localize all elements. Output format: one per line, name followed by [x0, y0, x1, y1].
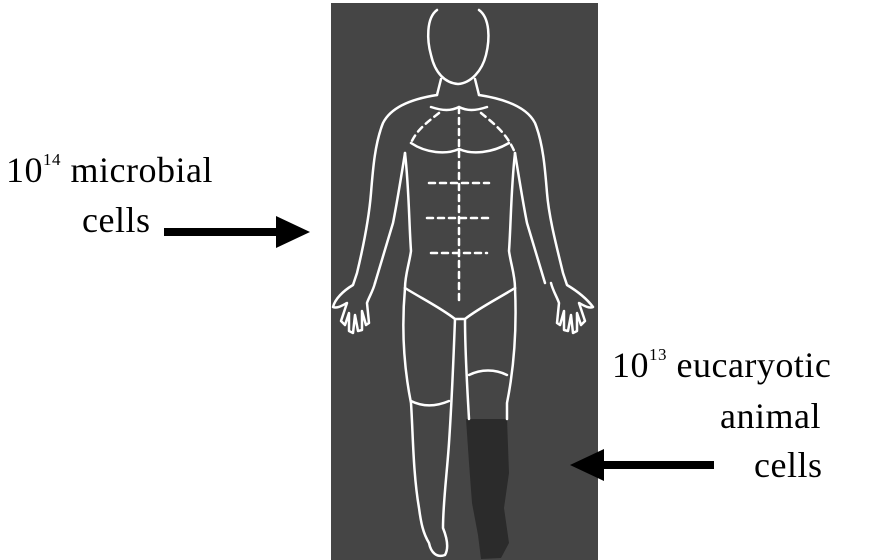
eucaryotic-base: 10 [612, 345, 649, 385]
eucaryotic-exponent: 13 [649, 345, 667, 364]
microbial-cells-label: cells [82, 200, 150, 240]
microbial-base: 10 [6, 150, 43, 190]
microbial-arrow-icon [164, 214, 314, 250]
panel-background [331, 3, 598, 560]
eucaryotic-arrow-icon [566, 447, 716, 483]
microbial-exponent: 14 [43, 150, 61, 169]
microbial-count-label: 1014 microbial [6, 150, 213, 197]
eucaryotic-word: eucaryotic [677, 345, 832, 385]
eucaryotic-animal-label: animal [720, 396, 821, 436]
microbial-word: microbial [71, 150, 213, 190]
eucaryotic-cells-label: cells [754, 445, 822, 485]
eucaryotic-count-label: 1013 eucaryotic [612, 345, 831, 392]
human-body-outline [331, 3, 598, 560]
body-panel [331, 3, 598, 560]
